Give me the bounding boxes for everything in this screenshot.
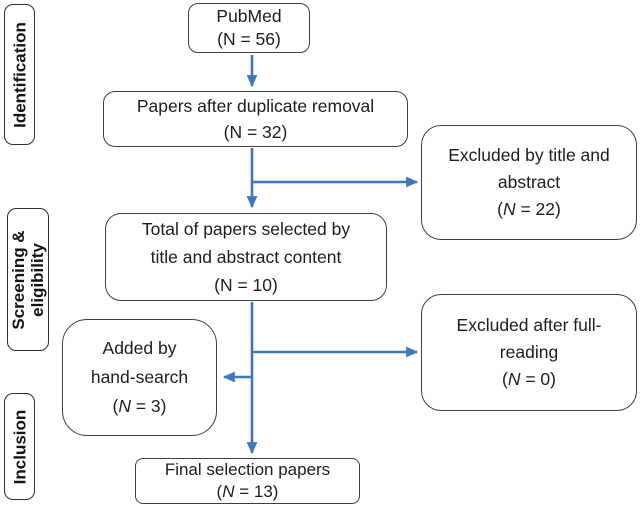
node-final-selection-text: Final selection papers	[164, 460, 331, 479]
stage-box-inclusion: Inclusion	[4, 393, 35, 500]
count-value: = 10)	[232, 275, 278, 295]
count-n-symbol: N	[502, 199, 516, 219]
count-value: = 56)	[235, 29, 281, 49]
node-final-selection: Final selection papers (N = 13)	[135, 458, 360, 504]
node-pubmed-text: PubMed	[216, 6, 282, 26]
count-value: = 13)	[234, 482, 279, 501]
count-n-symbol: N	[229, 122, 243, 142]
node-excluded-title-abstract: Excluded by title and abstract (N = 22)	[421, 125, 637, 240]
node-excluded-full-reading: Excluded after full- reading (N = 0)	[421, 294, 637, 411]
node-duplicate-removal: Papers after duplicate removal (N = 32)	[103, 91, 408, 147]
node-duplicate-removal-count: (N = 32)	[224, 119, 288, 145]
stage-label-identification: Identification	[10, 21, 29, 128]
node-excluded-title-abstract-count: (N = 22)	[497, 196, 561, 223]
count-n-symbol: N	[507, 369, 521, 389]
node-pubmed-count: (N = 56)	[217, 28, 281, 51]
stage-label-screening-eligibility: Screening & eligibility	[9, 229, 47, 330]
node-hand-search-text: Added by hand-search	[90, 338, 189, 387]
stage-box-screening-eligibility: Screening & eligibility	[7, 208, 49, 351]
node-pubmed: PubMed (N = 56)	[188, 3, 310, 53]
node-excluded-full-reading-text: Excluded after full- reading	[456, 315, 602, 362]
count-n-symbol: N	[222, 29, 236, 49]
node-total-selected-count: (N = 10)	[214, 271, 278, 299]
stage-label-inclusion: Inclusion	[10, 409, 29, 484]
node-hand-search-count: (N = 3)	[113, 392, 167, 421]
count-value: = 0)	[520, 369, 556, 389]
count-value: = 32)	[242, 122, 288, 142]
node-total-selected: Total of papers selected by title and ab…	[105, 213, 387, 301]
node-total-selected-text: Total of papers selected by title and ab…	[141, 219, 351, 267]
node-final-selection-count: (N = 13)	[217, 481, 279, 503]
node-excluded-title-abstract-text: Excluded by title and abstract	[448, 145, 610, 192]
count-value: = 3)	[130, 396, 167, 416]
stage-box-identification: Identification	[4, 4, 35, 145]
count-value: = 22)	[515, 199, 561, 219]
count-open: (	[214, 275, 220, 295]
node-excluded-full-reading-count: (N = 0)	[502, 366, 556, 393]
node-hand-search: Added by hand-search (N = 3)	[62, 319, 217, 436]
count-n-symbol: N	[118, 396, 131, 416]
count-n-symbol: N	[219, 275, 233, 295]
count-n-symbol: N	[222, 482, 235, 501]
count-open: (	[497, 199, 503, 219]
count-open: (	[112, 396, 119, 416]
count-open: (	[502, 369, 508, 389]
count-open: (	[217, 29, 223, 49]
node-duplicate-removal-text: Papers after duplicate removal	[136, 96, 375, 116]
count-open: (	[216, 482, 223, 501]
count-open: (	[223, 122, 230, 142]
